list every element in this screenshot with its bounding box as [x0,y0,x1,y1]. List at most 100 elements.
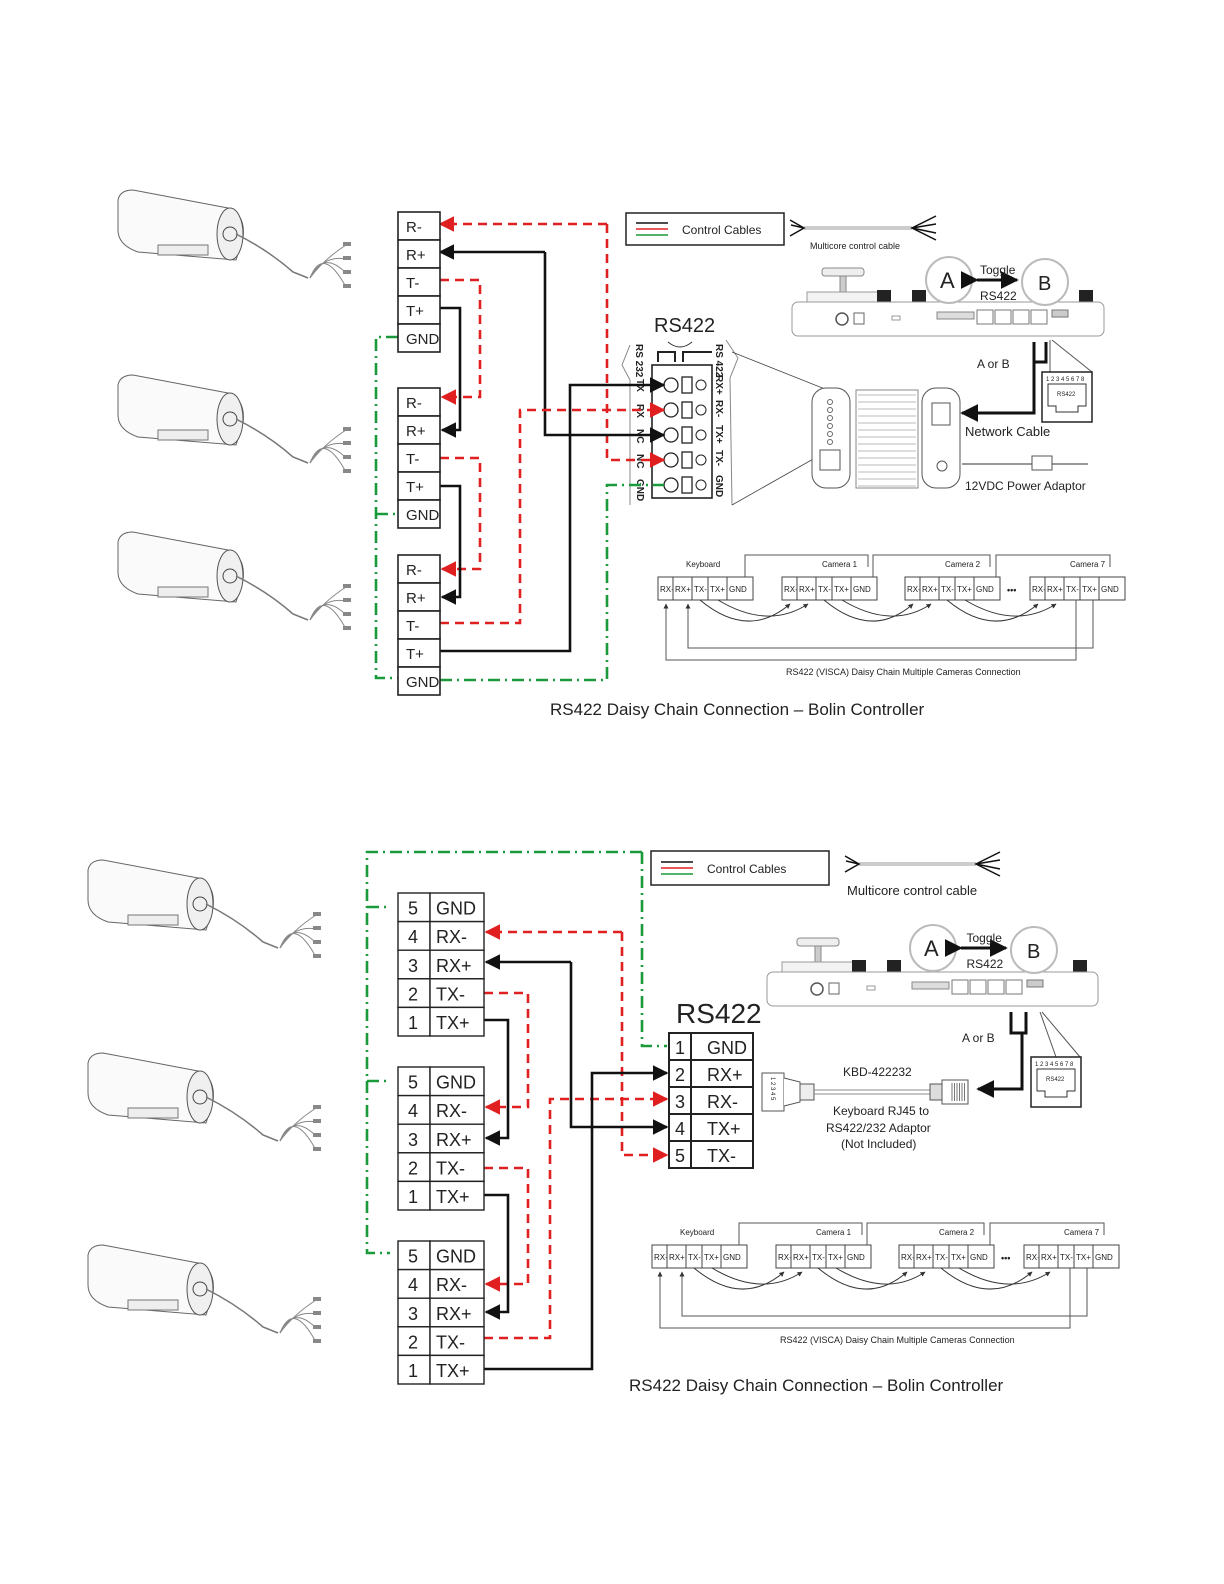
terminal-row: T- [397,267,441,297]
daisy-device: Camera 2RX-RX+TX-TX+GND [898,1228,995,1269]
label: TX+ [436,1361,470,1381]
camera-terminal-block: R-R+T-T+GND [397,554,441,696]
terminal-row: T+ [397,471,441,501]
terminal-row: R- [397,211,441,241]
label: RX- [907,585,921,594]
label: RX+ [436,1304,472,1324]
label: ••• [1001,1253,1010,1263]
black-wire [543,252,666,443]
label: R+ [406,590,426,607]
rj45-port [1012,309,1030,325]
terminal-row: GND [397,323,441,353]
rj45-port [951,979,969,995]
label: R+ [406,247,426,264]
label: Control Cables [682,223,761,237]
label: 5 [675,1146,685,1166]
label: RX- [436,927,467,947]
label: TX+ [713,425,724,444]
label: Camera 1 [822,560,858,569]
label: RS422 [654,315,715,337]
label: GND [976,585,994,594]
label: RS 422 [713,344,724,378]
label: RX- [436,1101,467,1121]
terminal-row: R+ [397,582,441,612]
label: RX+ [436,1130,472,1150]
terminal-row: GND [397,499,441,529]
camera-terminal-block: R-R+T-T+GND [397,387,441,529]
label: TX- [713,450,724,466]
red-wire [440,278,482,405]
label: RX- [713,400,724,417]
label: GND [723,1253,741,1262]
label: 1 2 3 4 5 6 7 8 [1035,1062,1074,1068]
label: 12VDC Power Adaptor [965,479,1086,493]
label: NC [634,454,645,468]
black-wire [440,484,462,605]
label: 2 [408,1158,418,1178]
label: GND [1101,585,1119,594]
camera-illustration [87,1052,321,1151]
label: Multicore control cable [847,883,977,898]
label: 3 [408,1304,418,1324]
label: R- [406,219,422,236]
label: TX- [688,1253,701,1262]
label: Network Cable [965,424,1050,439]
green-wire [374,335,398,680]
label: R- [406,395,422,412]
power-adaptor [962,455,1088,471]
black-wire [569,962,669,1135]
label: GND [634,479,645,501]
label: TX+ [436,1013,470,1033]
label: 1 [675,1038,685,1058]
label: 1 2 3 4 5 [769,1077,775,1101]
label: RS422 [1046,1077,1065,1083]
label: GND [847,1253,865,1262]
label: TX- [694,585,707,594]
black-wire [440,306,462,438]
label: Control Cables [707,862,786,876]
green-wire [640,852,667,1048]
terminal-row: 3 RX+ [397,1297,485,1328]
black-wire [484,1018,510,1146]
red-wire [605,224,666,468]
label: TX- [812,1253,825,1262]
camera-illustration [117,189,351,288]
label: 5 [408,1073,418,1093]
screw-terminal [663,427,679,443]
terminal-row: T- [397,610,441,640]
label: GND [970,1253,988,1262]
label: RS422 [967,957,1004,971]
label: A or B [977,357,1010,371]
label: 3 [408,1130,418,1150]
red-wire [484,991,530,1115]
screw-terminal [663,452,679,468]
green-wire [365,850,642,1255]
network-cable [960,362,1036,422]
label: T- [406,275,419,292]
camera-illustration [87,859,321,958]
label: RX+ [1047,585,1063,594]
daisy-device: Camera 1RX-RX+TX-TX+GND [775,1228,872,1269]
black-wire [484,1065,669,1371]
green-wire [440,483,664,682]
label: Keyboard RJ45 to [833,1104,929,1118]
label: Multicore control cable [810,241,900,251]
terminal-row: 3 RX+ [397,1123,485,1154]
label: RS422 [676,998,762,1029]
terminal-row: T+ [397,638,441,668]
label: TX+ [828,1253,843,1262]
